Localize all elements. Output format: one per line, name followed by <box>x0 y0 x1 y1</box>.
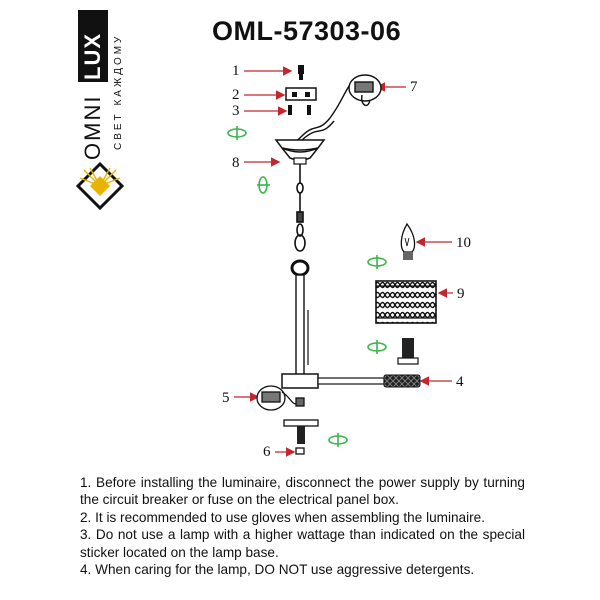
callout-7: 7 <box>375 79 418 95</box>
callout-label: 10 <box>456 235 471 251</box>
callout-8: 8 <box>232 155 281 171</box>
callout-label: 2 <box>232 87 240 103</box>
callout-3: 3 <box>232 103 288 119</box>
rotate-arrow-icon <box>328 433 348 447</box>
brand-logo: LUX OMNI СВЕТ КАЖДОМУ <box>0 0 130 215</box>
callout-10: 10 <box>415 235 471 251</box>
note-1: 1. Before installing the luminaire, disc… <box>80 475 525 508</box>
callout-label: 6 <box>263 444 271 460</box>
part-8-canopy <box>274 139 326 165</box>
callout-label: 9 <box>457 286 465 302</box>
bottom-finial <box>283 419 319 455</box>
callout-label: 7 <box>410 79 418 95</box>
part-3-anchors <box>288 105 311 115</box>
logo-lux-box <box>78 10 108 82</box>
part-7-wire-connector <box>297 74 382 141</box>
part-5-wire-connection <box>256 385 305 411</box>
callout-label: 3 <box>232 103 240 119</box>
callout-label: 4 <box>456 374 464 390</box>
part-2-mounting-bracket <box>285 87 317 101</box>
callout-label: 5 <box>222 390 230 406</box>
callout-9: 9 <box>437 286 465 302</box>
callout-1: 1 <box>232 63 293 79</box>
note-4: 4. When caring for the lamp, DO NOT use … <box>80 562 475 578</box>
rotate-arrow-icon <box>227 126 247 140</box>
part-9-mesh-shade <box>375 280 437 324</box>
rotate-arrow-icon <box>367 340 387 354</box>
note-2: 2. It is recommended to use gloves when … <box>80 509 485 525</box>
rotate-arrow-icon <box>367 255 387 269</box>
callout-4: 4 <box>419 374 464 390</box>
part-10-candle-bulb <box>400 222 416 260</box>
diamond-logo-icon <box>75 161 125 211</box>
rotate-arrow-icon <box>257 176 270 194</box>
main-stem <box>290 259 310 376</box>
assembly-diagram: 1 2 3 7 8 10 9 4 5 6 <box>222 63 471 460</box>
note-3: 3. Do not use a lamp with a higher watta… <box>80 527 525 560</box>
candle-socket <box>397 338 419 365</box>
part-4-arm <box>281 373 421 389</box>
page-title: OML-57303-06 <box>212 16 402 46</box>
chain <box>294 164 306 252</box>
callout-label: 8 <box>232 155 240 171</box>
callout-6: 6 <box>263 444 296 460</box>
callout-5: 5 <box>222 390 260 406</box>
part-1-screws <box>298 65 304 80</box>
callout-label: 1 <box>232 63 240 79</box>
callout-2: 2 <box>232 87 286 103</box>
safety-notes: 1. Before installing the luminaire, disc… <box>80 474 525 578</box>
